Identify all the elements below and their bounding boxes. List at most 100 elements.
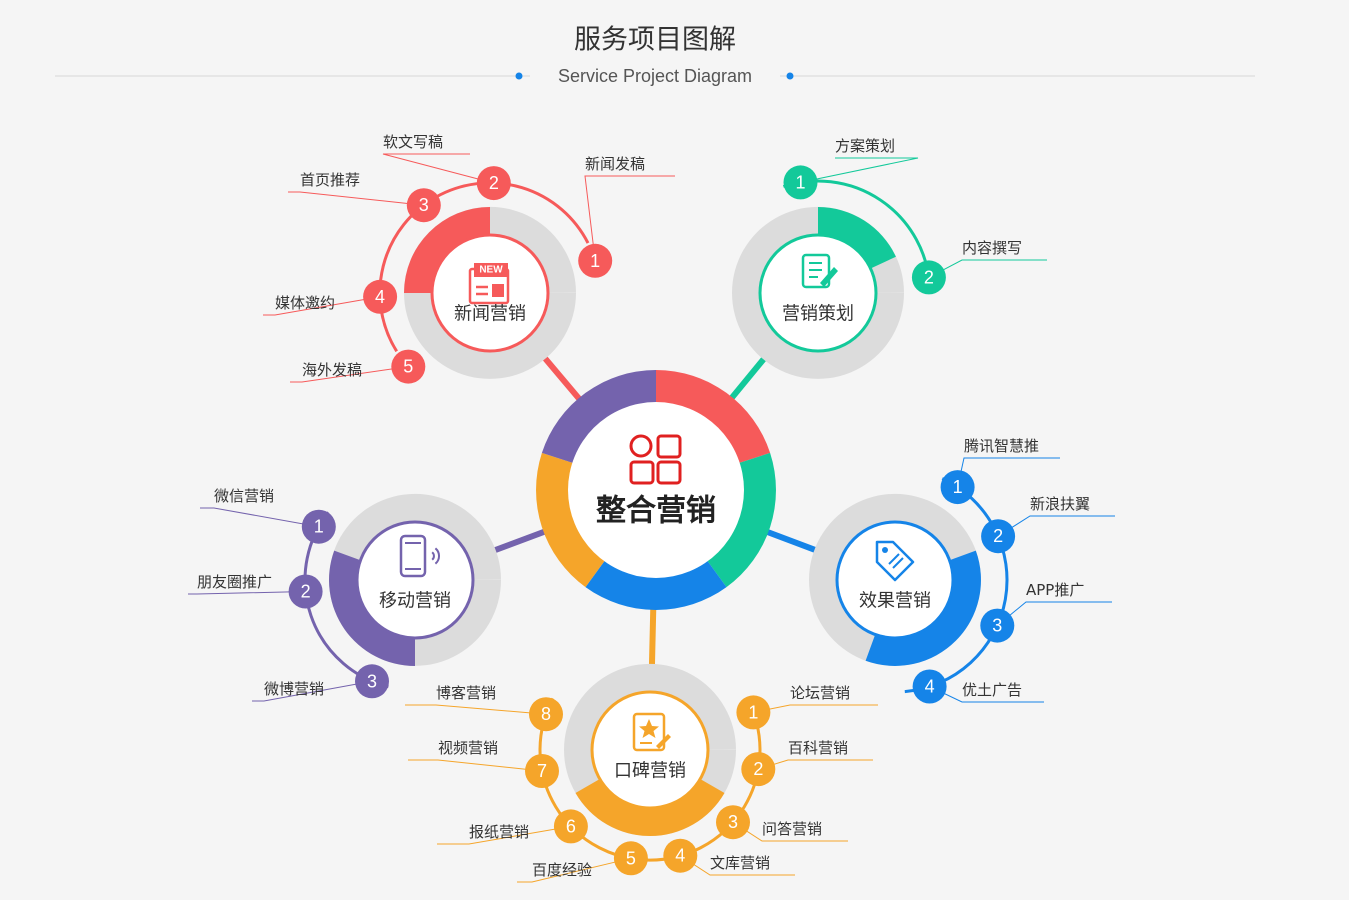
- item-number: 1: [314, 517, 324, 537]
- item-number-badge: [613, 841, 648, 876]
- item-number: 7: [537, 761, 547, 781]
- satellite-ring-accent: [329, 550, 415, 666]
- item-leader-line: [517, 857, 632, 883]
- service-item[interactable]: 1 腾讯智慧推: [940, 437, 1060, 505]
- satellite-ring-accent: [575, 779, 725, 837]
- item-label: APP推广: [1026, 581, 1084, 599]
- item-number-badge: [716, 805, 750, 840]
- item-leader-line: [290, 366, 409, 383]
- item-leader-line: [200, 507, 319, 528]
- item-label: 媒体邀约: [275, 294, 335, 312]
- service-item[interactable]: 4 媒体邀约: [263, 279, 398, 316]
- item-number-badge: [736, 695, 771, 730]
- item-label: 新浪扶翼: [1030, 495, 1090, 513]
- satellite-center: [758, 233, 878, 353]
- icon-star: [639, 719, 659, 738]
- item-label: 新闻发稿: [585, 155, 645, 173]
- item-number-badge: [741, 752, 776, 787]
- item-leader-line: [408, 759, 543, 772]
- item-leader-line: [263, 296, 381, 316]
- icon-pen: [656, 734, 671, 749]
- item-leader-line: [405, 704, 547, 715]
- item-number: 5: [626, 848, 636, 868]
- document-edit-icon: [801, 253, 838, 289]
- item-number: 1: [953, 477, 963, 497]
- icon-circle: [629, 434, 653, 458]
- item-number-badge: [663, 838, 698, 873]
- item-label: 文库营销: [710, 854, 770, 872]
- item-label: 微信营销: [214, 487, 274, 505]
- divider-dot-left: [515, 72, 523, 80]
- hub: 整合营销: [536, 370, 776, 610]
- item-label: 论坛营销: [790, 684, 850, 702]
- icon-line: [892, 557, 904, 569]
- star-document-icon: [632, 712, 671, 752]
- satellite-label: 新闻营销: [454, 304, 526, 325]
- service-item[interactable]: 4 文库营销: [663, 838, 795, 876]
- item-leader-line: [996, 601, 1112, 626]
- item-number-badge: [406, 188, 441, 223]
- service-item[interactable]: 2 内容撰写: [911, 239, 1047, 295]
- item-number-badge: [529, 697, 563, 732]
- item-number-badge: [301, 509, 336, 544]
- item-leader-line: [584, 175, 675, 261]
- icon-line: [888, 553, 900, 565]
- item-leader-line: [928, 259, 1047, 278]
- item-number: 3: [419, 195, 429, 215]
- hub-ring-segment: [656, 370, 771, 464]
- hub-ring-segment: [536, 452, 606, 588]
- item-label: 腾讯智慧推: [964, 437, 1039, 455]
- item-number: 2: [924, 267, 934, 287]
- hub-ring-segment: [706, 452, 776, 588]
- item-number-badge: [525, 754, 559, 788]
- satellite-label: 移动营销: [379, 591, 451, 612]
- satellite-ring-accent: [865, 550, 981, 666]
- item-number: 4: [375, 287, 385, 307]
- item-label: 博客营销: [436, 684, 496, 702]
- divider-dot-right: [786, 72, 794, 80]
- satellite-label: 口碑营销: [614, 761, 686, 782]
- item-number: 2: [489, 173, 499, 193]
- item-number: 4: [925, 677, 935, 697]
- service-item[interactable]: 1 微信营销: [200, 487, 336, 544]
- item-number: 3: [728, 812, 738, 832]
- item-label: 内容撰写: [962, 239, 1022, 257]
- item-leader-line: [437, 825, 571, 845]
- item-number: 4: [675, 846, 685, 866]
- hub-ring-segment: [585, 559, 727, 610]
- satellite-ring-accent: [404, 207, 490, 293]
- icon-tag: [875, 540, 915, 582]
- hub-center: [568, 402, 744, 578]
- icon-wave: [434, 547, 440, 565]
- icon-block: [492, 284, 504, 297]
- icon-banner: [474, 263, 508, 277]
- item-leader-line: [997, 515, 1115, 537]
- item-label: 朋友圈推广: [197, 573, 272, 591]
- item-leader-line: [288, 191, 424, 206]
- item-number: 5: [403, 357, 413, 377]
- newspaper-icon: NEW: [468, 263, 510, 305]
- price-tag-icon: [875, 540, 915, 582]
